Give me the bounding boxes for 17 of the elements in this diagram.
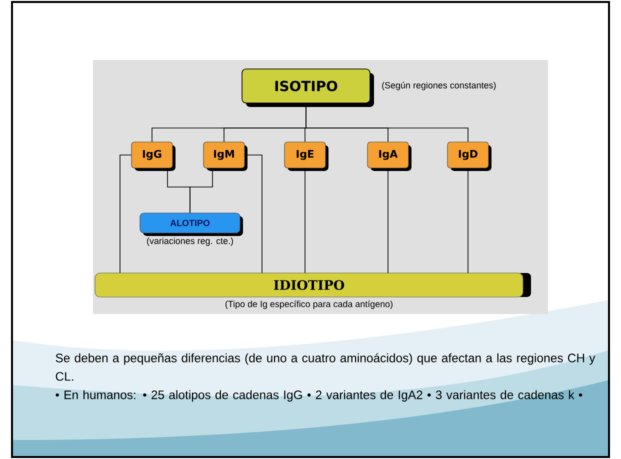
paragraph: Se deben a pequeñas diferencias (de uno a cuatro aminoácidos) que afectan a las regiones CH y CL.	[56, 353, 596, 381]
connector-line	[190, 168, 213, 214]
class-box: IgE	[284, 142, 328, 171]
connector-line	[120, 154, 132, 274]
class-box: IgA	[367, 142, 412, 171]
node-label: (Tipo de Ig específico para cada antígeno)	[226, 300, 392, 309]
class-box: IgM	[203, 142, 248, 171]
paragraph: • En humanos: • 25 alotipos de cadenas IgG • 2 variantes de IgA2 • 3 variantes de cadenas k •	[56, 390, 582, 402]
subtype-box: ALOTIPO	[140, 212, 243, 236]
node-label: (variaciones reg. cte.)	[147, 237, 233, 246]
class-box: IgG	[131, 142, 176, 171]
node-label: (Según regiones constantes)	[382, 82, 496, 90]
title-box: ISOTIPO	[242, 68, 374, 107]
connector-line	[304, 168, 306, 274]
bar-box: IDIOTIPO	[94, 272, 531, 298]
connector-line	[244, 154, 262, 274]
class-box: IgD	[447, 142, 492, 171]
